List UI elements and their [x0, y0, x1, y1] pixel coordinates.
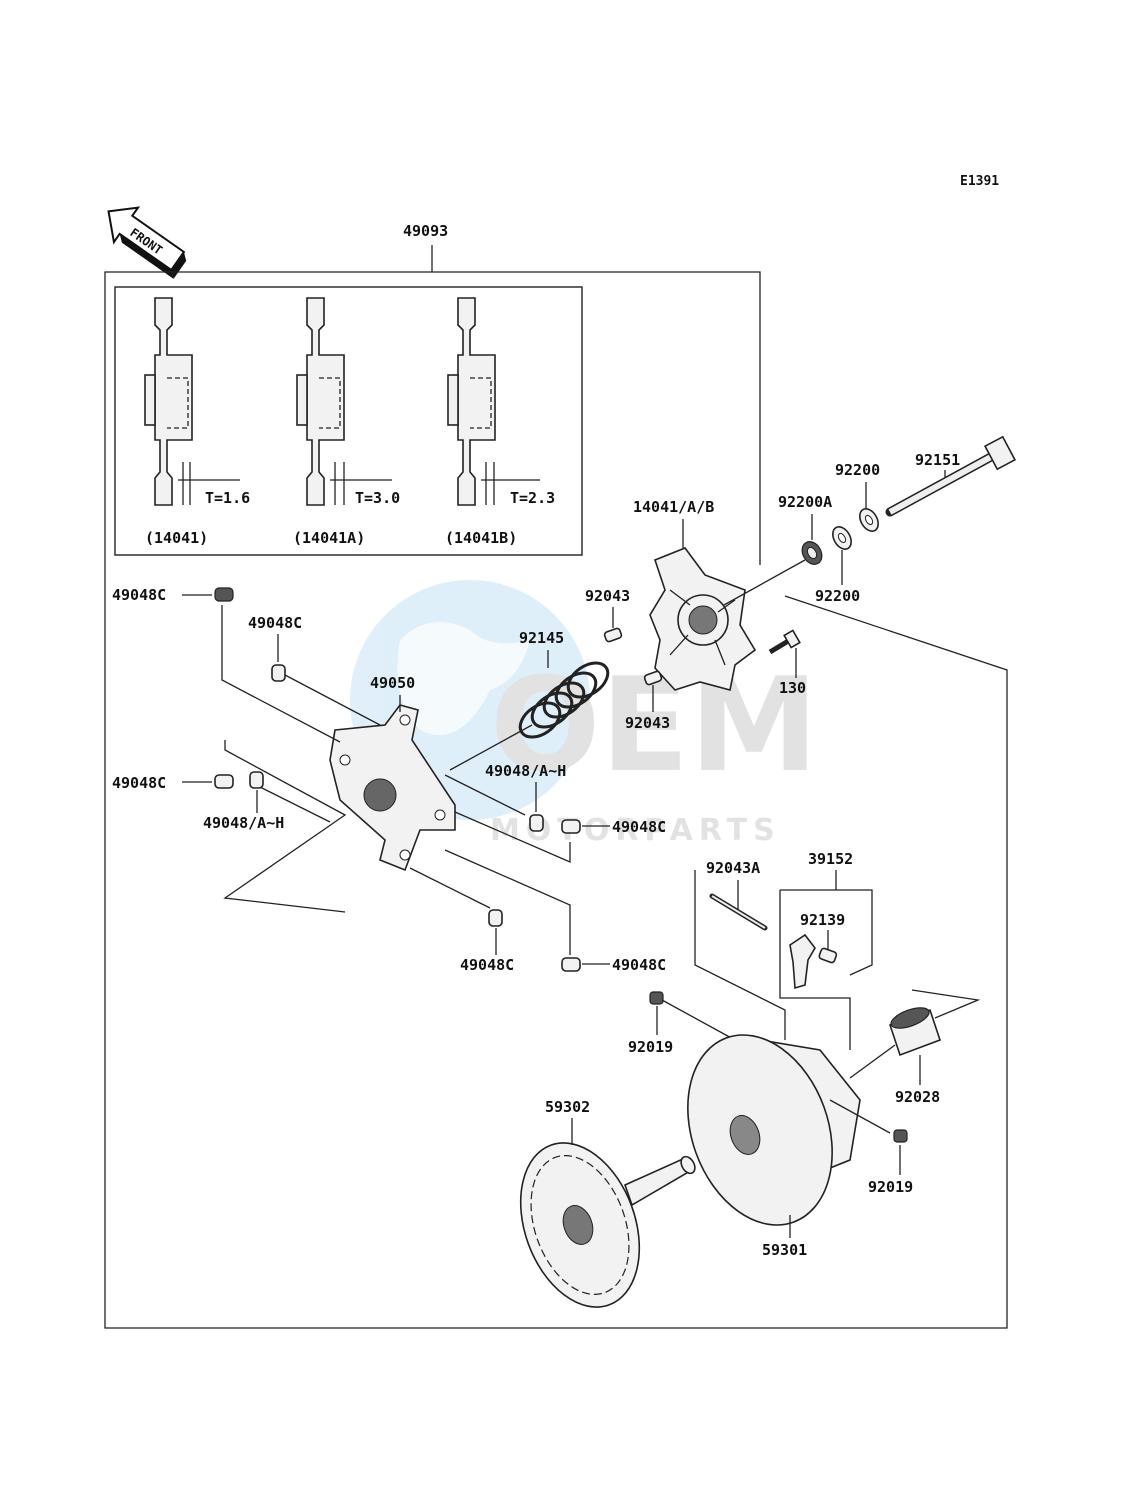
pin-92043-top [603, 627, 623, 643]
weight-14041A-part: (14041A) [293, 529, 365, 547]
bolt-130 [768, 629, 801, 655]
bolt-92151 [885, 435, 1017, 517]
callout-92019-a: 92019 [628, 1038, 673, 1056]
callout-92151: 92151 [915, 451, 960, 469]
callout-92028: 92028 [895, 1088, 940, 1106]
callout-92139: 92139 [800, 911, 845, 929]
front-arrow-icon: FRONT [107, 206, 187, 279]
diagram-code: E1391 [960, 174, 999, 189]
weight-14041B-thickness: T=2.3 [510, 489, 555, 507]
nut-49048AH-b [249, 771, 264, 789]
assembly-frame [104, 271, 1008, 1329]
nut-49048C-d [561, 819, 581, 834]
spring-92145 [518, 661, 610, 739]
callout-59302: 59302 [545, 1098, 590, 1116]
callout-92200-top: 92200 [835, 461, 880, 479]
nut-49048AH-a [529, 814, 544, 832]
spider-49050 [329, 704, 456, 872]
sheave-59302 [519, 1142, 696, 1308]
assembly-number: 49093 [403, 222, 448, 240]
callout-49048C-d: 49048C [612, 818, 666, 836]
nut-49048C-b [271, 664, 286, 682]
bushing-92028 [888, 1007, 942, 1057]
callout-92145: 92145 [519, 629, 564, 647]
pin-92043-bottom [643, 670, 663, 686]
weight-14041B [447, 297, 540, 506]
cover-14041AB [649, 547, 757, 691]
sheave-59301 [687, 1034, 861, 1226]
weight-14041-thickness: T=1.6 [205, 489, 250, 507]
nut-92019-b [893, 1129, 908, 1143]
callout-49048C-b: 49048C [248, 614, 302, 632]
callout-92200A: 92200A [778, 493, 832, 511]
callout-92019-b: 92019 [868, 1178, 913, 1196]
weight-14041-part: (14041) [145, 529, 208, 547]
callout-49050: 49050 [370, 674, 415, 692]
callout-49048AH-b: 49048/A~H [203, 814, 284, 832]
nut-49048C-a [214, 587, 234, 602]
nut-92019-a [649, 991, 664, 1005]
arm-92139 [789, 933, 838, 990]
callout-14041AB: 14041/A/B [633, 498, 714, 516]
callout-92043-top: 92043 [585, 587, 630, 605]
weight-14041A-thickness: T=3.0 [355, 489, 400, 507]
callout-49048C-a: 49048C [112, 586, 166, 604]
nut-49048C-e [488, 909, 503, 927]
callout-49048C-c: 49048C [112, 774, 166, 792]
callout-49048C-e: 49048C [460, 956, 514, 974]
callout-59301: 59301 [762, 1241, 807, 1259]
callout-92043-bottom: 92043 [625, 714, 670, 732]
callout-92200-bottom: 92200 [815, 587, 860, 605]
inset-weights-box: T=1.6 (14041) T=3.0 (14041A) T=2.3 (1404… [114, 286, 583, 556]
callout-39152: 39152 [808, 850, 853, 868]
callout-130: 130 [779, 679, 806, 697]
weight-14041 [144, 297, 240, 506]
callout-49048AH-a: 49048/A~H [485, 762, 566, 780]
nut-49048C-c [214, 774, 234, 789]
weight-14041B-part: (14041B) [445, 529, 517, 547]
nut-49048C-f [561, 957, 581, 972]
callout-92043A: 92043A [706, 859, 760, 877]
weight-14041A [296, 297, 392, 506]
shaft-92043A [709, 893, 768, 931]
callout-49048C-f: 49048C [612, 956, 666, 974]
